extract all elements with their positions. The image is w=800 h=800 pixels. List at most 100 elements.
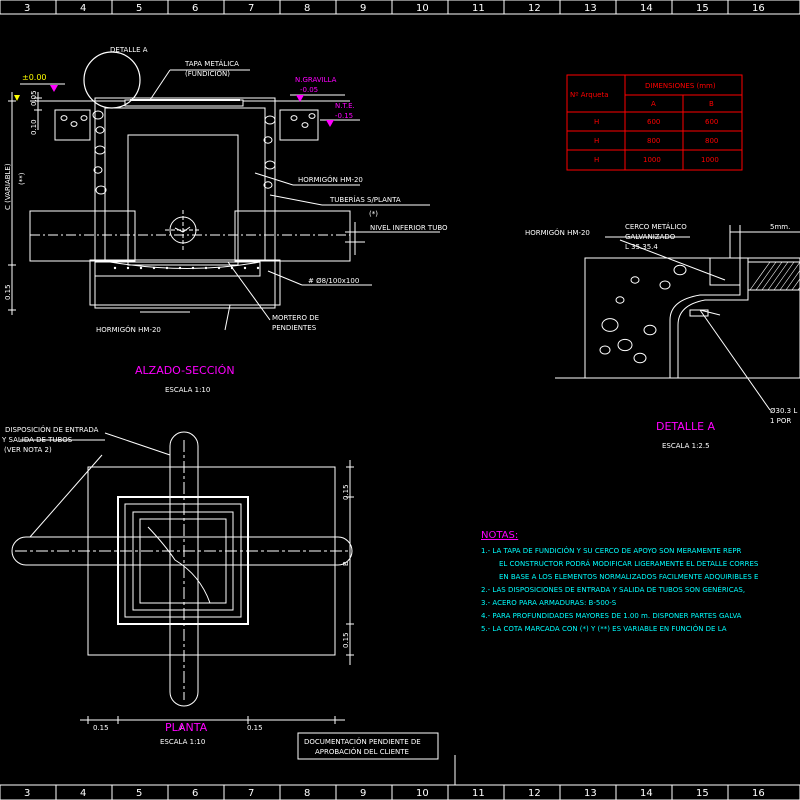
dim-005: 0.05 <box>30 90 38 106</box>
ruler-label: 4 <box>80 788 86 799</box>
gravel-stone <box>617 338 633 352</box>
plan-dim-top: 0.15 <box>342 484 350 500</box>
table-cell: H <box>594 137 599 145</box>
detail-cerco-3: L 35.35.4 <box>625 243 658 251</box>
detail-cerco: CERCO METÁLICO <box>625 222 687 231</box>
tuberias-label: TUBERÍAS S/PLANTA <box>329 195 401 204</box>
rebar-dot <box>126 266 130 270</box>
dim-015-left: 0.15 <box>4 284 12 300</box>
rebar-dot <box>204 266 208 270</box>
hatch-line <box>779 261 800 291</box>
detail-view <box>555 225 800 411</box>
table-cell: 1000 <box>701 156 719 164</box>
notes-block: NOTAS: 1.- LA TAPA DE FUNDICIÓN Y SU CER… <box>481 530 759 633</box>
gravel-stone <box>95 185 107 195</box>
ruler-label: 10 <box>416 3 429 14</box>
mortero-label: MORTERO DE <box>272 314 319 322</box>
detail-cerco-2: GALVANIZADO <box>625 233 676 241</box>
gravel-stone <box>80 115 88 121</box>
tapa-sub-label: (FUNDICIÓN) <box>185 69 230 78</box>
plan-note-3: (VER NOTA 2) <box>4 446 52 454</box>
c-variable: C (VARIABLE) <box>4 163 12 210</box>
ruler-label: 6 <box>192 788 198 799</box>
star2-label: (**) <box>18 172 26 185</box>
section-view <box>8 51 440 331</box>
note-line: 5.- LA COTA MARCADA CON (*) Y (**) ES VA… <box>481 624 727 633</box>
ruler-label: 10 <box>416 788 429 799</box>
gravel-stone <box>93 166 103 174</box>
ruler-label: 3 <box>24 788 30 799</box>
ruler-label: 12 <box>528 788 541 799</box>
gravel-stone <box>95 126 105 134</box>
table-cell: 600 <box>647 118 660 126</box>
plan-labels: DISPOSICIÓN DE ENTRADA Y SALIDA DE TUBOS… <box>1 425 350 746</box>
rebar-dot <box>113 266 117 270</box>
plan-dim-left: 0.15 <box>93 724 109 732</box>
table-cell: 800 <box>705 137 718 145</box>
tapa-label: TAPA METÁLICA <box>184 59 239 68</box>
table-cell: 600 <box>705 118 718 126</box>
detail-hormigon: HORMIGÓN HM-20 <box>525 228 590 237</box>
ruler-label: 15 <box>696 788 709 799</box>
ruler-label: 14 <box>640 788 653 799</box>
mortero-label-2: PENDIENTES <box>272 324 317 332</box>
rebar-dot <box>139 266 143 270</box>
table-col-a: A <box>651 100 656 108</box>
rebar-dot <box>256 266 260 270</box>
note-line: 1.- LA TAPA DE FUNDICIÓN Y SU CERCO DE A… <box>481 546 742 555</box>
level-markers <box>14 85 334 127</box>
ruler-label: 12 <box>528 3 541 14</box>
dim-010: 0.10 <box>30 119 38 135</box>
hatch-line <box>755 261 777 291</box>
gravel-stone <box>264 160 276 170</box>
ruler-label: 4 <box>80 3 86 14</box>
ruler-label: 8 <box>304 3 310 14</box>
ruler-label: 16 <box>752 3 765 14</box>
gravel-stone <box>308 113 316 119</box>
plan-scale: ESCALA 1:10 <box>160 738 205 746</box>
table-text: Nº Arqueta DIMENSIONES (mm) A B H 600 60… <box>570 82 719 164</box>
gravel-stone <box>643 324 657 336</box>
detail-title: DETALLE A <box>656 420 716 433</box>
gravel-stone <box>263 136 273 144</box>
gravel-stone <box>659 280 671 290</box>
hatch-line <box>749 261 771 291</box>
approval-stamp: DOCUMENTACIÓN PENDIENTE DE APROBACIÓN DE… <box>297 732 439 760</box>
gravel-stone <box>615 296 625 304</box>
hatch-line <box>761 261 783 291</box>
note-line: 2.- LAS DISPOSICIONES DE ENTRADA Y SALID… <box>481 585 745 594</box>
note-line: 4.- PARA PROFUNDIDADES MAYORES DE 1.00 m… <box>481 612 742 620</box>
detail-anchor: Ø30.3 L <box>770 407 797 415</box>
stamp-line-2: APROBACIÓN DEL CLIENTE <box>315 747 409 756</box>
table-cell: 1000 <box>643 156 661 164</box>
dimensions-table <box>566 74 743 171</box>
rebar-dot <box>165 266 169 270</box>
plan-dim-right: 0.15 <box>247 724 263 732</box>
section-labels: DETALLE A TAPA METÁLICA (FUNDICIÓN) ±0.0… <box>4 46 448 394</box>
section-title: ALZADO-SECCIÓN <box>135 364 235 377</box>
plan-title: PLANTA <box>165 721 208 734</box>
ruler-label: 14 <box>640 3 653 14</box>
plan-note-2: Y SALIDA DE TUBOS <box>1 436 73 444</box>
ruler-label: 5 <box>136 788 142 799</box>
gravel-stone <box>263 181 273 189</box>
hatch-line <box>785 269 800 291</box>
table-cell: H <box>594 156 599 164</box>
ruler-label: 11 <box>472 788 485 799</box>
note-line: EL CONSTRUCTOR PODRÁ MODIFICAR LIGERAMEN… <box>499 559 759 568</box>
gravel-stone <box>290 115 298 121</box>
detalle-a-label: DETALLE A <box>110 46 148 54</box>
notes-heading: NOTAS: <box>481 530 518 541</box>
hatch-line <box>773 261 795 291</box>
rebar-dot <box>178 266 182 270</box>
section-scale: ESCALA 1:10 <box>165 386 210 394</box>
ruler-label: 9 <box>360 3 366 14</box>
ruler-label: 15 <box>696 3 709 14</box>
gravel-stone <box>633 352 647 364</box>
gravilla-value: -0.05 <box>300 86 318 94</box>
note-line: EN BASE A LOS ELEMENTOS NORMALIZADOS FAC… <box>499 573 758 581</box>
gravel-stone <box>70 121 78 127</box>
plan-dim-a: A <box>180 724 185 732</box>
detail-labels: HORMIGÓN HM-20 CERCO METÁLICO GALVANIZAD… <box>525 222 797 450</box>
